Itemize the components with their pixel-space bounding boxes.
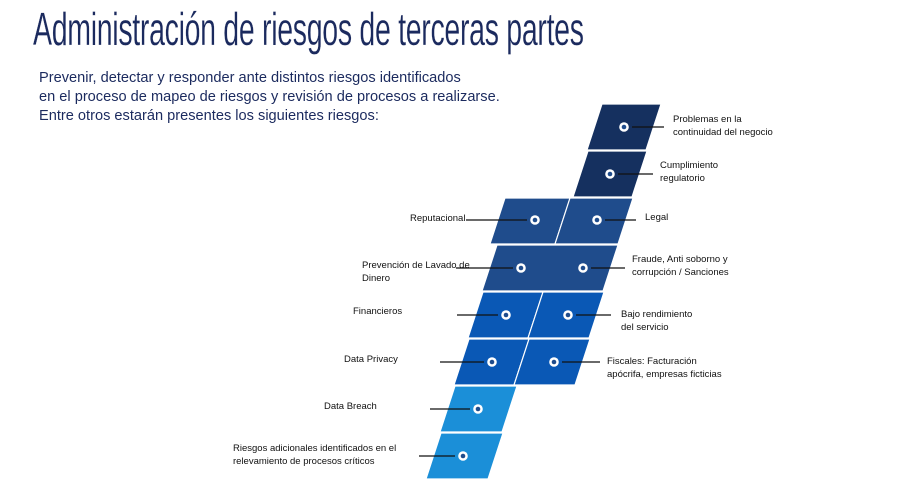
label-legal: Legal [645,212,669,223]
dot-marker-center-icon [460,453,466,459]
dot-marker-center-icon [594,217,600,223]
dot-marker-center-icon [580,265,586,271]
label-privacy: Data Privacy [344,354,398,365]
label-breach: Data Breach [324,401,377,412]
intro-line: Prevenir, detectar y responder ante dist… [39,70,461,86]
intro-line: en el proceso de mapeo de riesgos y revi… [39,89,500,105]
intro-text: Prevenir, detectar y responder ante dist… [39,69,500,126]
dot-marker-center-icon [518,265,524,271]
label-reputacional: Reputacional [410,213,466,224]
dot-marker-center-icon [565,312,571,318]
dot-marker-center-icon [532,217,538,223]
dot-marker-center-icon [621,124,627,130]
label-financieros: Financieros [353,306,403,317]
intro-line: Entre otros estarán presentes los siguie… [39,108,379,124]
dot-marker-center-icon [551,359,557,365]
page-title: Administración de riesgos de terceras pa… [33,3,584,55]
dot-marker-center-icon [607,171,613,177]
dot-marker-center-icon [503,312,509,318]
risk-cell [481,244,619,292]
dot-marker-center-icon [489,359,495,365]
dot-marker-center-icon [475,406,481,412]
